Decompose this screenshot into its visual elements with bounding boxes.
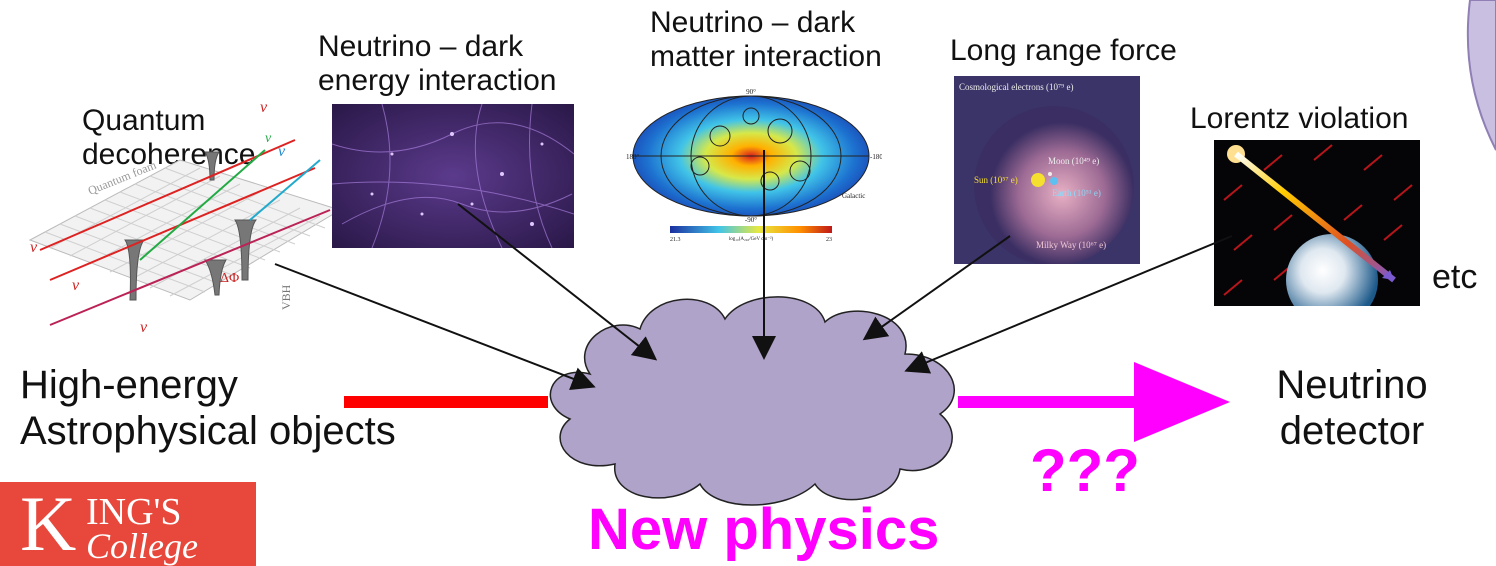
kings-college-logo: K ING'S College [0, 482, 256, 566]
skymap-galactic: Galactic [842, 192, 865, 200]
detector-arrow-head [1134, 362, 1230, 442]
nu-mu-label-1: ν [30, 239, 38, 256]
nu-mu-label-3: ν [140, 319, 148, 336]
label-new-physics: New physics [588, 497, 940, 562]
nu-e-label: ν [265, 131, 272, 146]
label-etc: etc [1432, 258, 1478, 296]
source-arrow [344, 396, 548, 408]
skymap-left: 180° [626, 153, 640, 161]
label-question-marks: ??? [1030, 437, 1140, 504]
skymap-bottom: -90° [745, 216, 757, 224]
logo-line2: College [86, 526, 198, 566]
colorbar-unit: log₁₀(A₂₄₀/GeV cm⁻²) [729, 236, 774, 242]
label-lorentz-violation: Lorentz violation [1190, 102, 1409, 135]
nu-tau-label: ν [278, 143, 286, 160]
colorbar-min: 21.3 [670, 237, 681, 243]
skymap-top: 90° [746, 88, 756, 96]
label-quantum-decoherence: Quantum decoherence [82, 104, 256, 171]
long-range-force-image: Cosmological electrons (10⁷⁹ e) Sun (10⁵… [954, 76, 1140, 264]
lrf-milkyway: Milky Way (10⁶⁷ e) [1036, 240, 1106, 250]
skymap-right: -180° [870, 153, 882, 161]
label-detector: Neutrino detector [1276, 363, 1428, 453]
skymap-colorbar [670, 226, 832, 233]
dark-matter-skymap: 90° 180° -180° -90° Galactic 21.3 23 log… [626, 88, 882, 243]
lrf-moon: Moon (10⁴⁹ e) [1048, 156, 1099, 166]
dphi-label: ΔΦ [220, 271, 239, 286]
colorbar-max: 23 [826, 237, 832, 243]
logo-initial: K [20, 482, 77, 566]
quantum-foam-image: Quantum foam VBH ΔΦ ν ν ν ν ν ν [28, 100, 342, 336]
nu-mu-label-4: ν [260, 100, 268, 116]
lrf-sun: Sun (10⁵⁷ e) [974, 175, 1018, 185]
detector-arrow-shaft [958, 396, 1134, 408]
nu-mu-label-2: ν [72, 277, 80, 294]
lorentz-violation-image [1214, 140, 1420, 306]
vbh-label: VBH [279, 284, 293, 310]
logo-line1: ING'S [86, 491, 182, 533]
cosmic-web-image [332, 104, 574, 248]
label-long-range-force: Long range force [950, 34, 1177, 67]
label-dark-matter: Neutrino – dark matter interaction [650, 6, 882, 73]
lrf-title: Cosmological electrons (10⁷⁹ e) [959, 82, 1074, 92]
lrf-earth: Earth (10⁵¹ e) [1052, 188, 1101, 198]
label-dark-energy: Neutrino – dark energy interaction [318, 30, 557, 97]
label-source: High-energy Astrophysical objects [20, 363, 396, 453]
